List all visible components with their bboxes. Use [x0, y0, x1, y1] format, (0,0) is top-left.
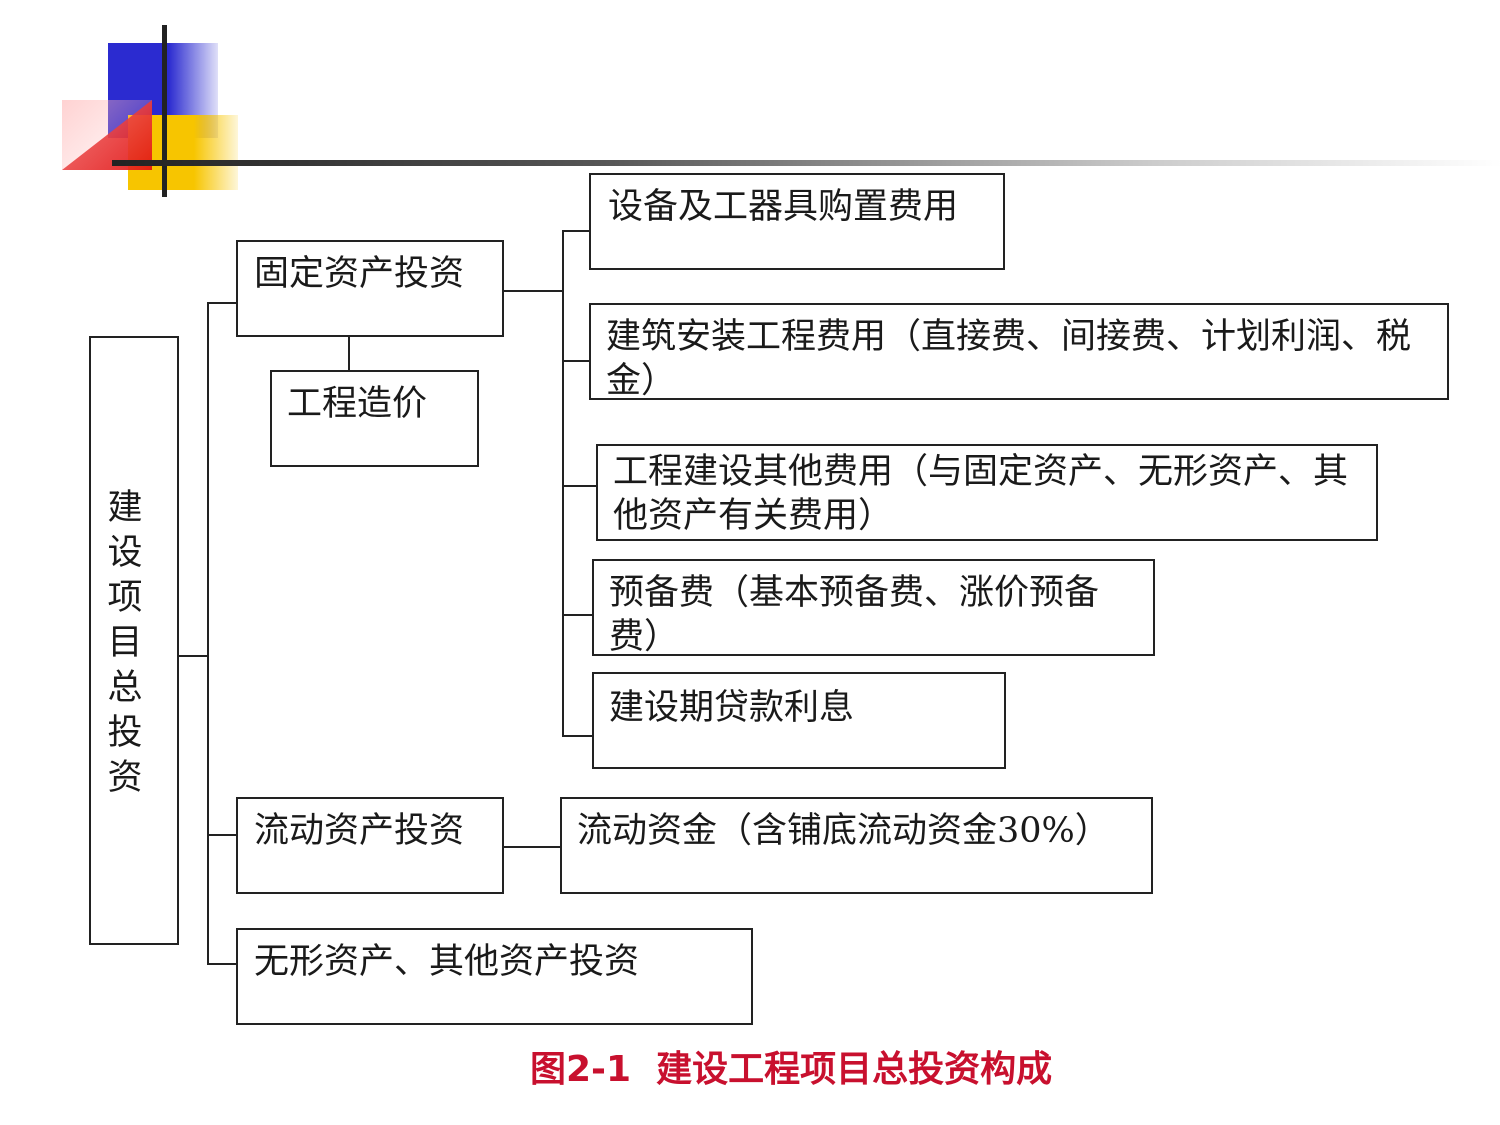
fixed-asset-label: 固定资产投资: [254, 254, 465, 294]
equipment-cost-label: 设备及工器具购置费用: [608, 187, 959, 227]
horizontal-rule: [112, 160, 1500, 166]
current-asset-label: 流动资产投资: [254, 811, 465, 851]
root-node: 建设项目总投资: [89, 336, 179, 945]
connector: [562, 485, 598, 487]
intangible-label: 无形资产、其他资产投资: [254, 942, 640, 982]
other-cost-node: 工程建设其他费用（与固定资产、无形资产、其他资产有关费用）: [596, 444, 1378, 541]
other-cost-label: 工程建设其他费用（与固定资产、无形资产、其他资产有关费用）: [613, 452, 1349, 536]
equipment-cost-node: 设备及工器具购置费用: [589, 173, 1005, 270]
current-asset-node: 流动资产投资: [236, 797, 504, 894]
connector: [562, 614, 594, 616]
intangible-node: 无形资产、其他资产投资: [236, 928, 753, 1025]
connector: [207, 834, 237, 836]
construction-cost-node: 建筑安装工程费用（直接费、间接费、计划利润、税金）: [589, 303, 1449, 401]
connector: [562, 230, 592, 232]
vertical-rule: [162, 25, 167, 197]
reserve-cost-node: 预备费（基本预备费、涨价预备费）: [592, 559, 1155, 657]
connector: [503, 846, 561, 848]
connector: [348, 337, 350, 371]
connector: [562, 735, 594, 737]
connector: [207, 963, 237, 965]
working-capital-label: 流动资金（含铺底流动资金30%）: [577, 811, 1110, 851]
root-label: 建设项目总投资: [107, 488, 143, 798]
connector: [207, 302, 209, 964]
connector: [207, 302, 237, 304]
fixed-asset-node: 固定资产投资: [236, 240, 504, 337]
connector: [178, 655, 208, 657]
working-capital-node: 流动资金（含铺底流动资金30%）: [560, 797, 1153, 894]
loan-interest-label: 建设期贷款利息: [609, 688, 855, 728]
figure-caption: 图2-1 建设工程项目总投资构成: [530, 1049, 1053, 1090]
header-decoration: [60, 25, 1500, 205]
connector: [562, 230, 564, 736]
pink-fade: [62, 100, 152, 170]
engineering-cost-node: 工程造价: [270, 370, 479, 467]
connector: [503, 290, 563, 292]
connector: [562, 360, 592, 362]
reserve-cost-label: 预备费（基本预备费、涨价预备费）: [609, 573, 1100, 657]
engineering-cost-label: 工程造价: [287, 384, 428, 424]
loan-interest-node: 建设期贷款利息: [592, 672, 1006, 769]
construction-cost-label: 建筑安装工程费用（直接费、间接费、计划利润、税金）: [606, 317, 1412, 401]
